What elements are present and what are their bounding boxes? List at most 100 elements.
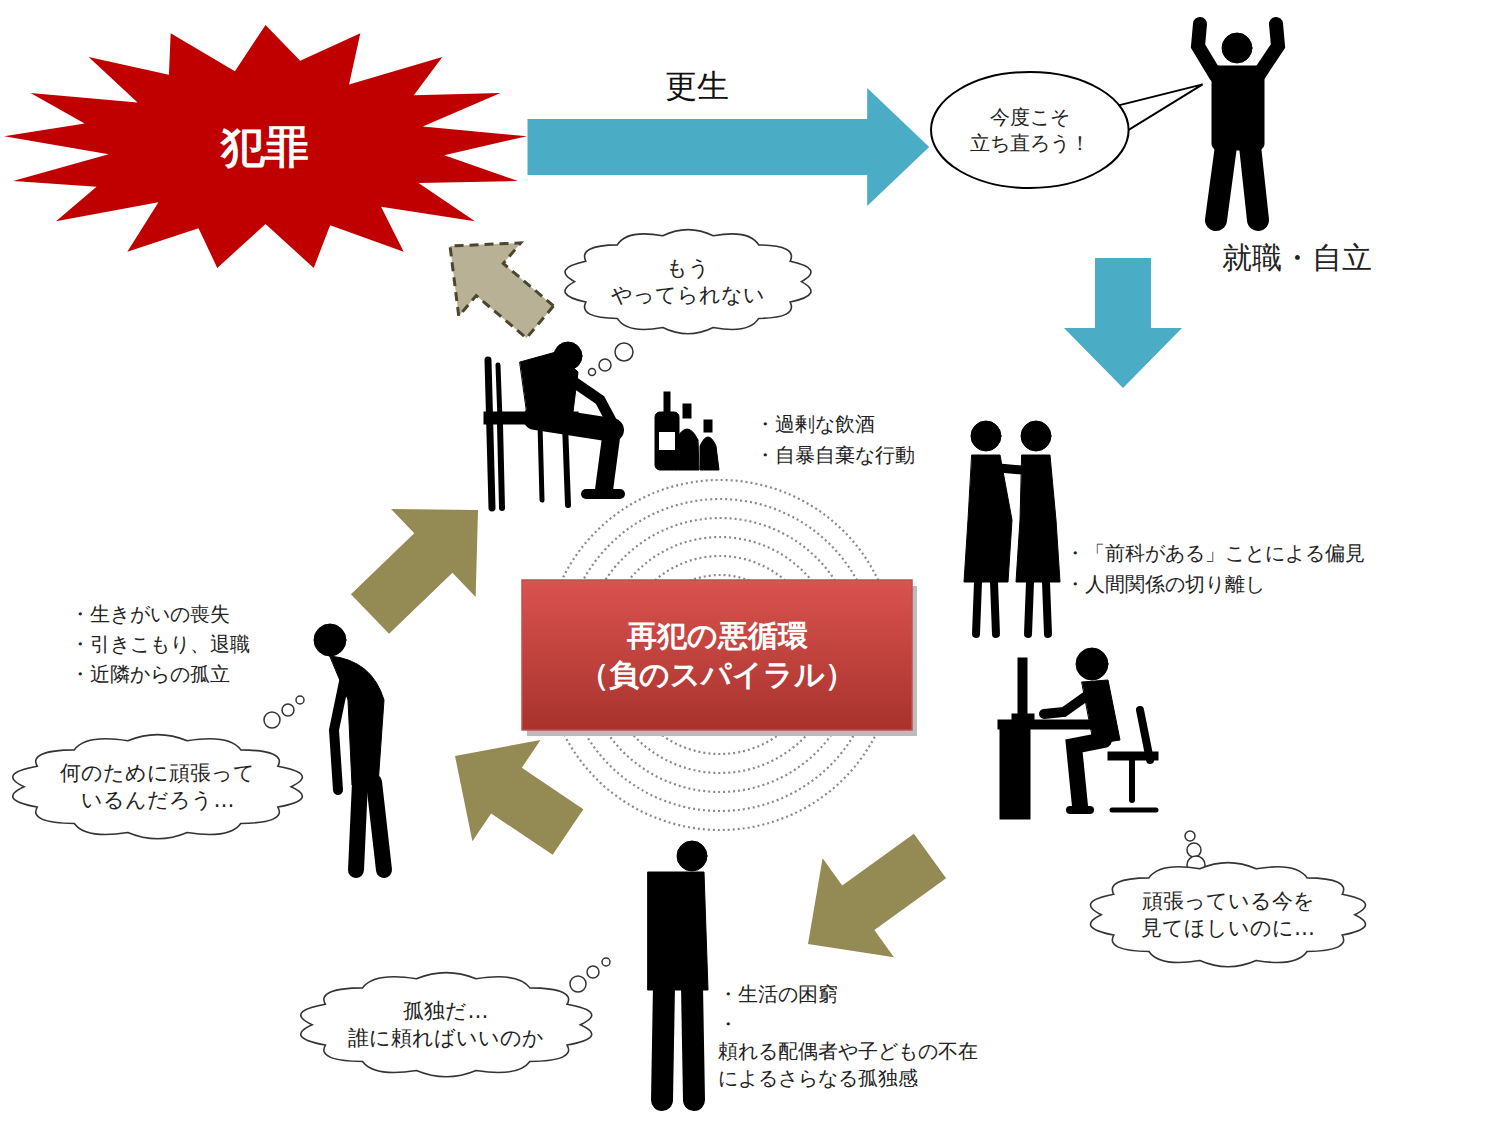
cycle-arrow bbox=[1064, 258, 1182, 388]
desk-worker-part bbox=[1012, 714, 1034, 720]
bullet-note: ・引きこもり、退職 bbox=[70, 631, 250, 658]
thought-dots-part bbox=[1187, 843, 1201, 857]
head-down-man-part bbox=[648, 872, 708, 990]
cycle-arrows bbox=[351, 243, 1182, 957]
bottles bbox=[655, 392, 719, 470]
bullet-note: ・人間関係の切り離し bbox=[1065, 571, 1265, 598]
text-group: もう やってられない bbox=[611, 255, 765, 310]
standing-man-part bbox=[1222, 33, 1252, 63]
bottles-part bbox=[683, 404, 691, 418]
cloud-outline bbox=[1091, 863, 1366, 967]
thought-dots-part bbox=[282, 704, 294, 716]
thought-cloud: もう やってられない bbox=[558, 226, 818, 337]
two-women-part bbox=[999, 468, 1022, 470]
text-group: 頑張っている今を 見てほしいのに… bbox=[1141, 888, 1315, 943]
desk-worker-part bbox=[1070, 806, 1090, 814]
two-women-part bbox=[1021, 421, 1051, 451]
desk-worker-part bbox=[1074, 740, 1104, 806]
standing-man bbox=[1198, 24, 1278, 220]
thought-dots-part bbox=[1185, 831, 1195, 841]
bullet-note: ・頼れる配偶者や子どもの不在 によるさらなる孤独感 bbox=[718, 1011, 978, 1092]
two-women-part bbox=[1046, 582, 1048, 634]
center-box-shape bbox=[522, 580, 912, 730]
cycle-arrow bbox=[455, 740, 583, 855]
speech-bubble-shape bbox=[929, 70, 1131, 190]
cloud-outline bbox=[301, 973, 592, 1077]
status-label: 就職・自立 bbox=[1222, 238, 1372, 279]
cycle-arrow bbox=[450, 243, 554, 338]
sitting-man-part bbox=[500, 424, 502, 508]
sitting-man-part bbox=[586, 489, 620, 499]
thought-cloud: 何のために頑張って いるんだろう… bbox=[5, 731, 310, 842]
sitting-man-part bbox=[540, 424, 542, 500]
text-group: 再犯の悪循環 （負のスパイラル） bbox=[579, 616, 855, 694]
node-text: 頑張っている今を 見てほしいのに… bbox=[1141, 888, 1315, 943]
starburst-box: 犯罪 bbox=[3, 25, 528, 270]
thought-dots-part bbox=[296, 696, 304, 704]
two-women bbox=[964, 421, 1060, 634]
thought-cloud-shape bbox=[1083, 859, 1373, 970]
text-group: 犯罪 bbox=[221, 118, 309, 175]
sitting-man-part bbox=[604, 430, 612, 490]
bent-man-part bbox=[374, 782, 384, 870]
thought-cloud-shape bbox=[5, 731, 310, 842]
thought-dots-part bbox=[570, 976, 586, 992]
desk-worker-part bbox=[1112, 808, 1156, 813]
node-text: もう やってられない bbox=[611, 255, 765, 310]
center-box: 再犯の悪循環 （負のスパイラル） bbox=[522, 580, 912, 730]
head-down-man-part bbox=[635, 935, 645, 945]
desk-worker bbox=[998, 648, 1158, 819]
bent-man bbox=[314, 624, 384, 870]
thought-dots bbox=[264, 343, 1205, 992]
standing-man-part bbox=[1258, 24, 1278, 76]
two-women-part bbox=[994, 582, 996, 634]
node-text: 今度こそ 立ち直ろう！ bbox=[970, 104, 1090, 156]
thought-cloud-shape bbox=[558, 226, 818, 337]
standing-man-part bbox=[1198, 24, 1216, 76]
thought-dots-part bbox=[589, 369, 596, 376]
bullet-note: ・生きがいの喪失 bbox=[70, 601, 230, 628]
node-text: 何のために頑張って いるんだろう… bbox=[60, 760, 255, 815]
bottles-part bbox=[675, 429, 699, 470]
thought-cloud: 孤独だ… 誰に頼ればいいのか bbox=[293, 969, 599, 1080]
node-text: 孤独だ… 誰に頼ればいいのか bbox=[348, 998, 544, 1053]
two-women-part bbox=[964, 455, 1012, 582]
cycle-arrow bbox=[808, 834, 946, 958]
standing-man-part bbox=[1250, 146, 1258, 220]
head-down-man-part bbox=[692, 986, 694, 1100]
desk-worker-part bbox=[1076, 648, 1108, 680]
two-women-part bbox=[1028, 582, 1030, 634]
two-women-part bbox=[976, 582, 978, 634]
two-women-part bbox=[971, 421, 1001, 451]
bullet-note: ・過剰な飲酒 bbox=[755, 411, 875, 438]
edge-label: 更生 bbox=[659, 65, 735, 109]
text-group: 孤独だ… 誰に頼ればいいのか bbox=[348, 998, 544, 1053]
text-group: 今度こそ 立ち直ろう！ bbox=[970, 104, 1090, 156]
head-down-man bbox=[635, 841, 708, 1100]
sitting-man-part bbox=[488, 360, 492, 508]
cloud-outline bbox=[565, 230, 811, 334]
desk-worker-part bbox=[1044, 692, 1092, 714]
desk-worker-part bbox=[1018, 658, 1027, 716]
sitting-man bbox=[484, 342, 620, 508]
bullet-note: ・「前科がある」ことによる偏見 bbox=[1065, 540, 1365, 567]
node-text: 再犯の悪循環 （負のスパイラル） bbox=[579, 616, 855, 694]
bullet-note: ・近隣からの孤立 bbox=[70, 661, 230, 688]
bent-man-part bbox=[334, 672, 346, 790]
sitting-man-part bbox=[535, 418, 612, 430]
bottles-part bbox=[704, 420, 712, 432]
desk-worker-part bbox=[1129, 760, 1135, 800]
head-down-man-part bbox=[677, 841, 707, 871]
speech-bubble: 今度こそ 立ち直ろう！ bbox=[929, 70, 1131, 190]
bubble-join bbox=[1101, 111, 1121, 130]
bullet-note: ・生活の困窮 bbox=[718, 981, 838, 1008]
thought-dots-part bbox=[599, 359, 611, 371]
sitting-man-part bbox=[568, 378, 616, 430]
node-text: 犯罪 bbox=[221, 118, 309, 175]
bubble-ellipse bbox=[931, 72, 1129, 188]
bottles-part bbox=[659, 432, 675, 450]
text-group: 何のために頑張って いるんだろう… bbox=[60, 760, 255, 815]
desk-worker-part bbox=[1000, 729, 1030, 819]
bullet-note: ・自暴自棄な行動 bbox=[755, 442, 915, 469]
